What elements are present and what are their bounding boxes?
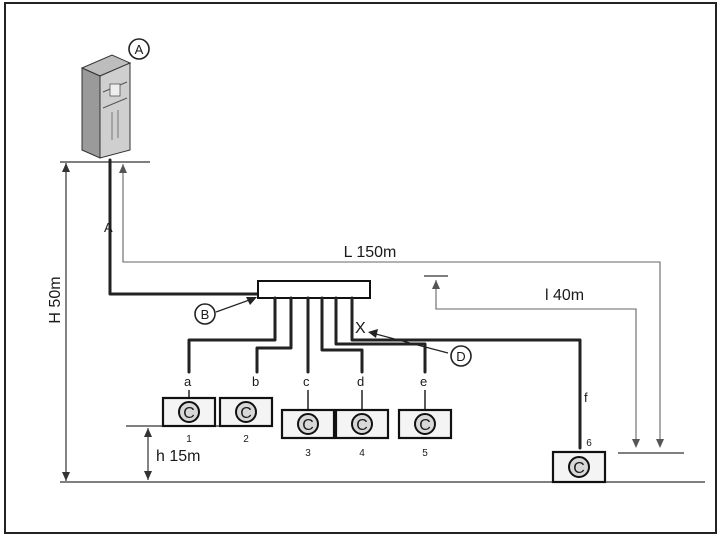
main-pipe-label: A bbox=[104, 220, 113, 235]
total-length-dimension: L 150m bbox=[119, 164, 664, 448]
pipe-label-d: d bbox=[357, 374, 364, 389]
indoor-unit-4-symbol: C bbox=[356, 417, 368, 434]
pipe-label-e: e bbox=[420, 374, 427, 389]
callout-d: D bbox=[368, 329, 472, 367]
indoor-unit-5-symbol: C bbox=[419, 417, 431, 434]
branch-pipe-d bbox=[320, 296, 364, 374]
height-indoor-label: h 15m bbox=[156, 448, 200, 465]
indoor-unit-4-number: 4 bbox=[359, 448, 365, 459]
indoor-unit-6-symbol: C bbox=[573, 460, 585, 477]
indoor-unit-6-number: 6 bbox=[586, 438, 592, 449]
pipe-label-b: b bbox=[252, 374, 259, 389]
cross-mark: X bbox=[355, 320, 366, 337]
indoor-unit-3: C 3 bbox=[280, 408, 336, 459]
indoor-unit-3-symbol: C bbox=[302, 417, 314, 434]
indoor-unit-1: C 1 bbox=[161, 396, 217, 445]
indoor-unit-2-symbol: C bbox=[240, 405, 252, 422]
height-total-dimension: H 50m bbox=[47, 163, 70, 481]
branch-pipe-a bbox=[187, 296, 277, 374]
branch-pipe-e bbox=[334, 296, 427, 374]
indoor-unit-2-number: 2 bbox=[243, 434, 249, 445]
indoor-unit-1-symbol: C bbox=[183, 405, 195, 422]
height-indoor-dimension: h 15m bbox=[144, 428, 200, 480]
total-length-label: L 150m bbox=[344, 244, 397, 261]
height-total-label: H 50m bbox=[47, 276, 64, 323]
outdoor-unit bbox=[80, 54, 132, 159]
callout-d-label: D bbox=[456, 349, 465, 364]
callout-b: B bbox=[194, 297, 257, 325]
indoor-unit-5-number: 5 bbox=[422, 448, 428, 459]
indoor-unit-6: C 6 bbox=[551, 438, 607, 484]
indoor-unit-3-number: 3 bbox=[305, 448, 311, 459]
pipe-label-a: a bbox=[184, 374, 192, 389]
indoor-unit-1-number: 1 bbox=[186, 434, 192, 445]
branch-pipe-b bbox=[255, 296, 293, 374]
callout-a-label: A bbox=[135, 42, 144, 57]
pipe-label-f: f bbox=[584, 390, 588, 405]
indoor-unit-2: C 2 bbox=[218, 396, 274, 445]
farthest-length-dimension: l 40m bbox=[424, 275, 640, 448]
indoor-unit-4: C 4 bbox=[334, 408, 390, 459]
frame-border bbox=[4, 2, 717, 534]
branch-box bbox=[257, 280, 371, 299]
farthest-length-label: l 40m bbox=[545, 287, 584, 304]
pipe-label-c: c bbox=[303, 374, 310, 389]
branch-pipe-f bbox=[350, 296, 582, 450]
callout-a: A bbox=[128, 38, 150, 60]
indoor-unit-5: C 5 bbox=[397, 408, 453, 459]
callout-b-label: B bbox=[201, 307, 210, 322]
main-pipe bbox=[108, 158, 260, 296]
